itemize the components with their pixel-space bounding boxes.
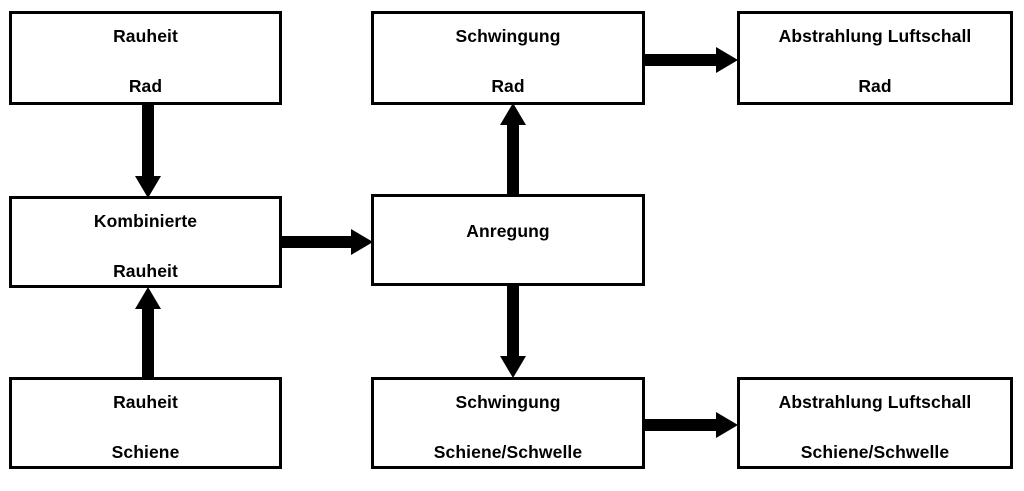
node-schwingung-rad[interactable]: Schwingung Rad — [371, 11, 645, 105]
node-label-line2: Schiene/Schwelle — [800, 442, 950, 462]
arrow-right-schwingung-schiene-to-abstrahlung-schiene — [645, 412, 738, 438]
arrow-shaft — [281, 236, 353, 248]
arrowhead-icon — [135, 176, 161, 198]
node-label-line2: Schiene — [111, 442, 180, 462]
arrow-up-rauheit-schiene-to-kombinierte-rauheit — [135, 287, 161, 379]
node-label-line2: Rauheit — [113, 261, 178, 281]
arrowhead-icon — [500, 356, 526, 378]
node-label-line1: Rauheit — [113, 392, 178, 412]
node-label-line1: Kombinierte — [93, 211, 198, 231]
node-rauheit-rad[interactable]: Rauheit Rad — [9, 11, 282, 105]
arrow-shaft — [507, 121, 519, 196]
node-abstrahlung-luftschall-schiene-schwelle[interactable]: Abstrahlung Luftschall Schiene/Schwelle — [737, 377, 1013, 469]
node-label-line2: Rad — [128, 76, 163, 96]
node-label-line2: Schiene/Schwelle — [433, 442, 583, 462]
node-kombinierte-rauheit[interactable]: Kombinierte Rauheit — [9, 196, 282, 288]
arrowhead-icon — [500, 103, 526, 125]
node-schwingung-schiene-schwelle[interactable]: Schwingung Schiene/Schwelle — [371, 377, 645, 469]
node-label-line1: Schwingung — [455, 26, 561, 46]
node-label-line1: Rauheit — [113, 26, 178, 46]
arrowhead-icon — [135, 287, 161, 309]
node-rauheit-schiene[interactable]: Rauheit Schiene — [9, 377, 282, 469]
node-anregung[interactable]: Anregung — [371, 194, 645, 286]
arrow-up-anregung-to-schwingung-rad — [500, 103, 526, 196]
arrow-shaft — [142, 305, 154, 379]
arrow-right-kombinierte-rauheit-to-anregung — [281, 229, 373, 255]
node-label-line1: Abstrahlung Luftschall — [778, 392, 972, 412]
arrow-shaft — [507, 284, 519, 360]
arrowhead-icon — [716, 412, 738, 438]
arrow-down-anregung-to-schwingung-schiene-schwelle — [500, 284, 526, 378]
node-label-line1: Schwingung — [455, 392, 561, 412]
arrow-shaft — [645, 419, 718, 431]
arrow-down-rauheit-rad-to-kombinierte-rauheit — [135, 104, 161, 198]
node-label-line1: Anregung — [466, 221, 550, 241]
node-label-line1: Abstrahlung Luftschall — [778, 26, 972, 46]
node-abstrahlung-luftschall-rad[interactable]: Abstrahlung Luftschall Rad — [737, 11, 1013, 105]
arrow-shaft — [142, 104, 154, 180]
node-label-line2: Rad — [491, 76, 525, 96]
arrowhead-icon — [351, 229, 373, 255]
node-label-line2: Rad — [858, 76, 892, 96]
arrow-shaft — [645, 54, 718, 66]
arrowhead-icon — [716, 47, 738, 73]
arrow-right-schwingung-rad-to-abstrahlung-rad — [645, 47, 738, 73]
